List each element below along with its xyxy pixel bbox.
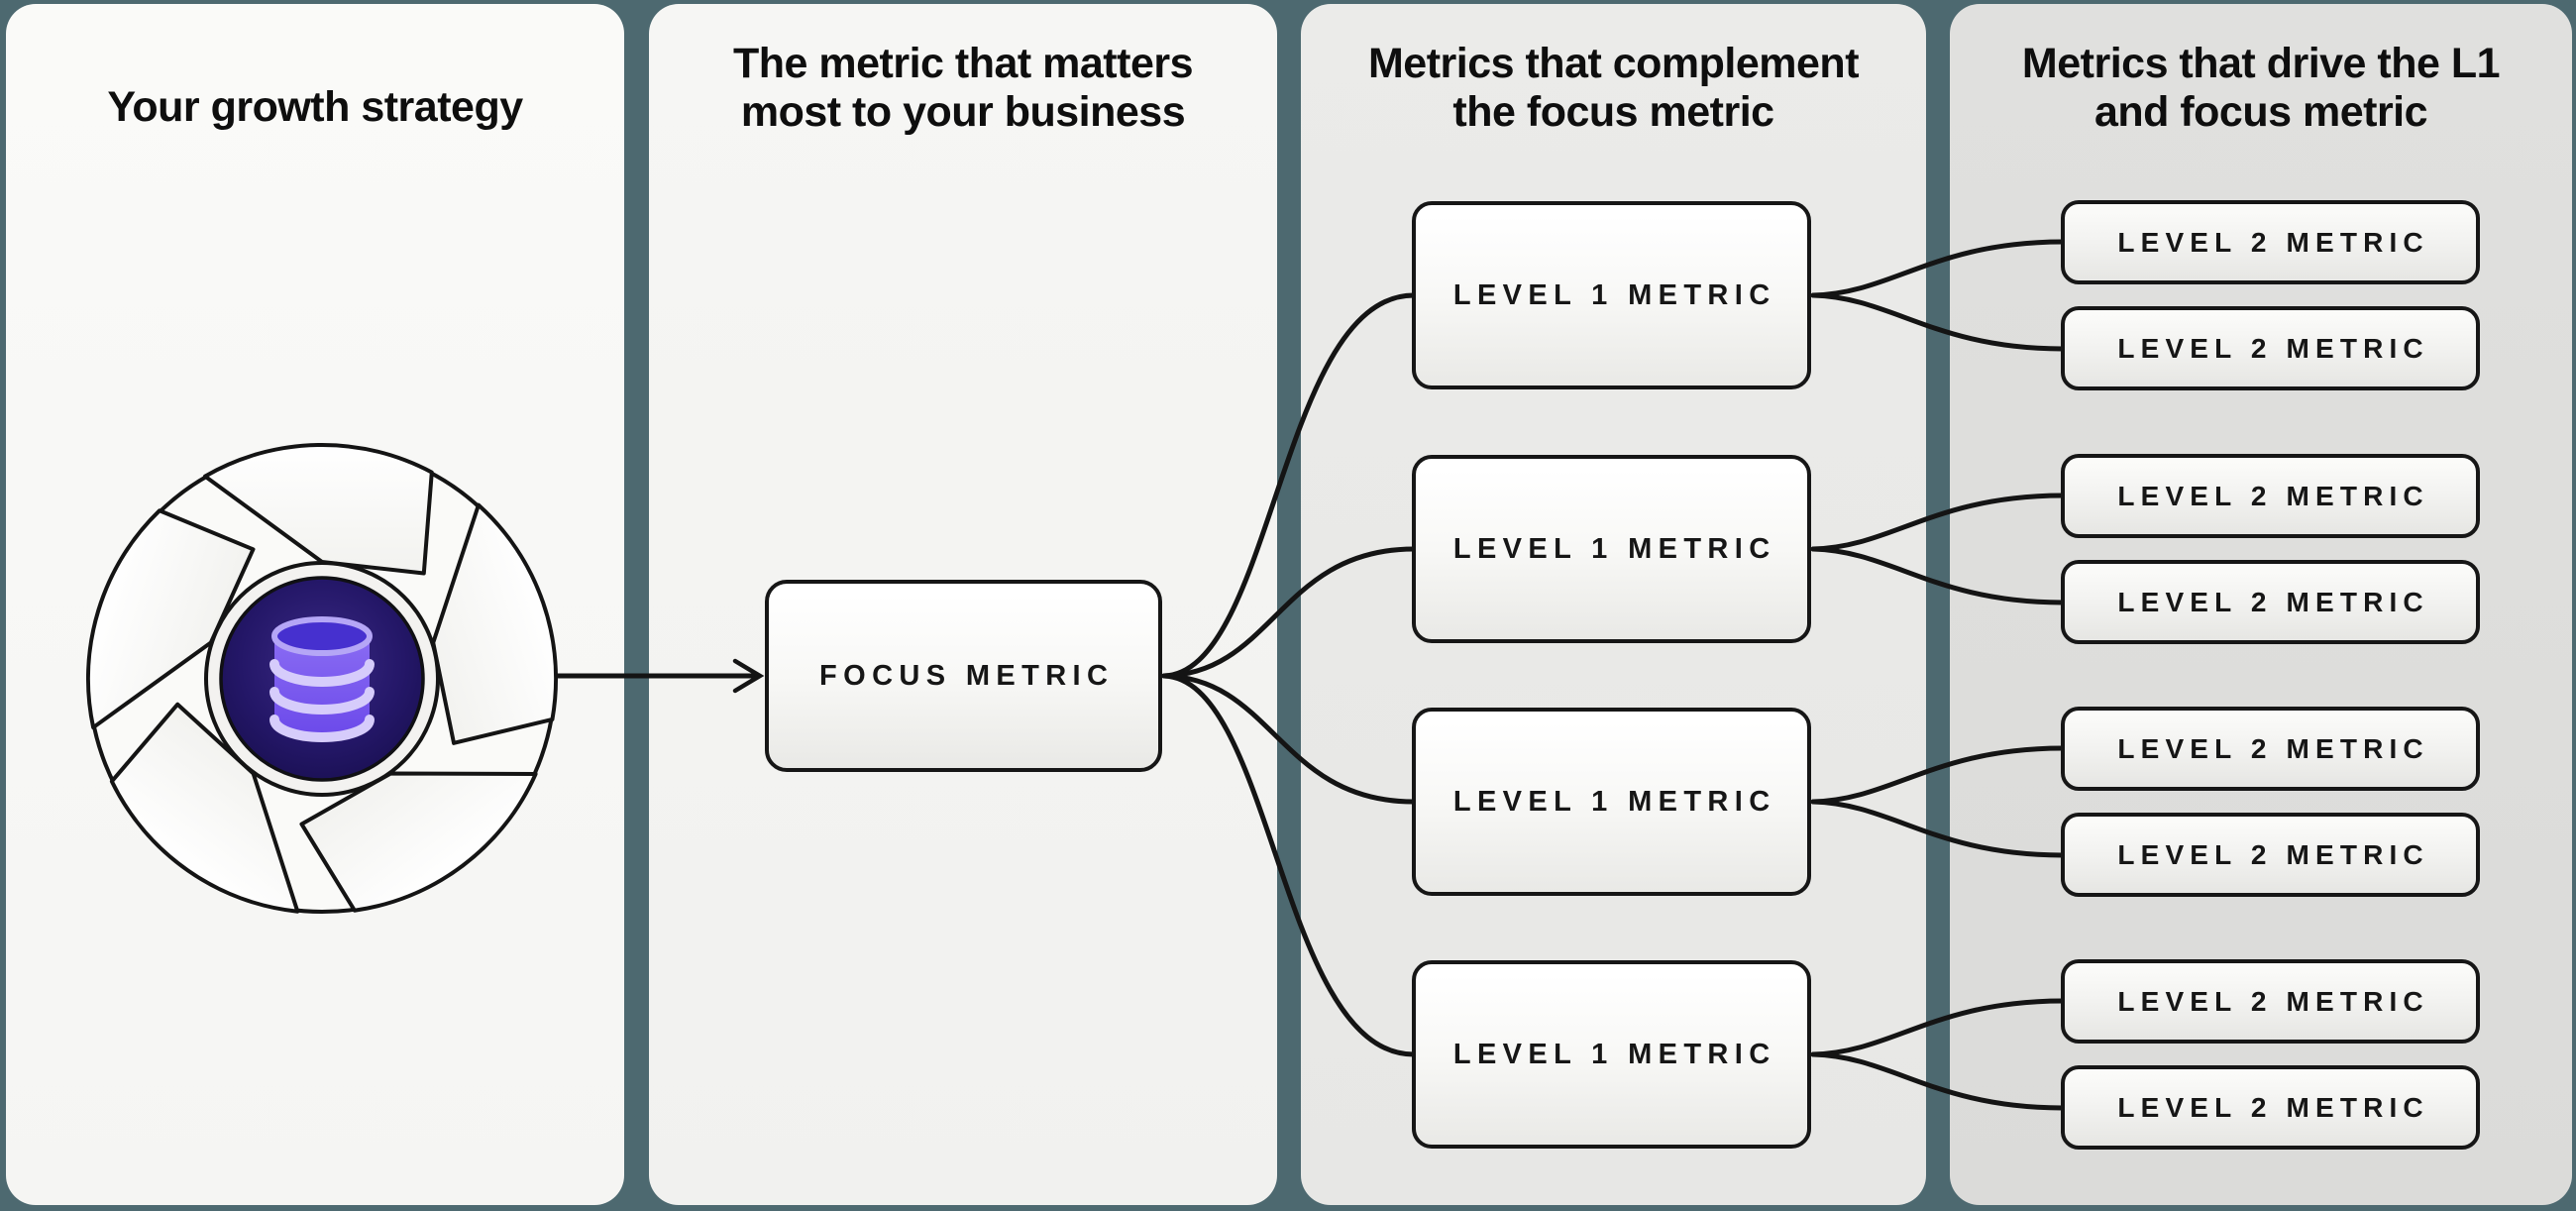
flywheel-icon [85, 442, 558, 914]
level2-metric-label: LEVEL 2 METRIC [2117, 985, 2429, 1017]
level1-metric-label: LEVEL 1 METRIC [1452, 532, 1776, 565]
level2-metric-label: LEVEL 2 METRIC [2117, 586, 2429, 617]
level2-metric-box: LEVEL 2 METRIC [2061, 707, 2480, 791]
header-line: most to your business [740, 88, 1186, 136]
column-header-level1-metrics: Metrics that complement the focus metric [1301, 40, 1926, 137]
header-line: Metrics that complement [1367, 40, 1860, 87]
column-header-level2-metrics: Metrics that drive the L1 and focus metr… [1950, 40, 2572, 137]
level2-metric-box: LEVEL 2 METRIC [2061, 813, 2480, 897]
level2-metric-box: LEVEL 2 METRIC [2061, 959, 2480, 1044]
level1-metric-box: LEVEL 1 METRIC [1412, 960, 1811, 1149]
level1-metric-box: LEVEL 1 METRIC [1412, 201, 1811, 389]
level2-metric-label: LEVEL 2 METRIC [2117, 1091, 2429, 1123]
focus-metric-label: FOCUS METRIC [819, 659, 1115, 692]
level2-metric-label: LEVEL 2 METRIC [2117, 838, 2429, 870]
level1-metric-box: LEVEL 1 METRIC [1412, 455, 1811, 643]
level2-metric-box: LEVEL 2 METRIC [2061, 306, 2480, 390]
level2-metric-label: LEVEL 2 METRIC [2117, 480, 2429, 511]
level2-metric-box: LEVEL 2 METRIC [2061, 454, 2480, 538]
level2-metric-label: LEVEL 2 METRIC [2117, 226, 2429, 258]
header-line: Your growth strategy [107, 83, 523, 131]
header-line: the focus metric [1452, 88, 1774, 136]
header-line: and focus metric [2093, 88, 2428, 136]
level1-metric-label: LEVEL 1 METRIC [1452, 785, 1776, 818]
level1-metric-label: LEVEL 1 METRIC [1452, 1038, 1776, 1070]
flywheel-blades [85, 442, 558, 914]
focus-metric-box: FOCUS METRIC [765, 580, 1162, 772]
level2-metric-box: LEVEL 2 METRIC [2061, 200, 2480, 284]
database-icon [269, 616, 375, 742]
column-header-focus-metric: The metric that matters most to your bus… [649, 40, 1277, 137]
header-line: The metric that matters [732, 40, 1194, 87]
header-line: Metrics that drive the L1 [2021, 40, 2501, 87]
level2-metric-box: LEVEL 2 METRIC [2061, 1065, 2480, 1150]
level2-metric-box: LEVEL 2 METRIC [2061, 560, 2480, 644]
level2-metric-label: LEVEL 2 METRIC [2117, 332, 2429, 364]
column-header-growth-strategy: Your growth strategy [6, 83, 624, 132]
level1-metric-label: LEVEL 1 METRIC [1452, 278, 1776, 311]
level1-metric-box: LEVEL 1 METRIC [1412, 708, 1811, 896]
level2-metric-label: LEVEL 2 METRIC [2117, 732, 2429, 764]
